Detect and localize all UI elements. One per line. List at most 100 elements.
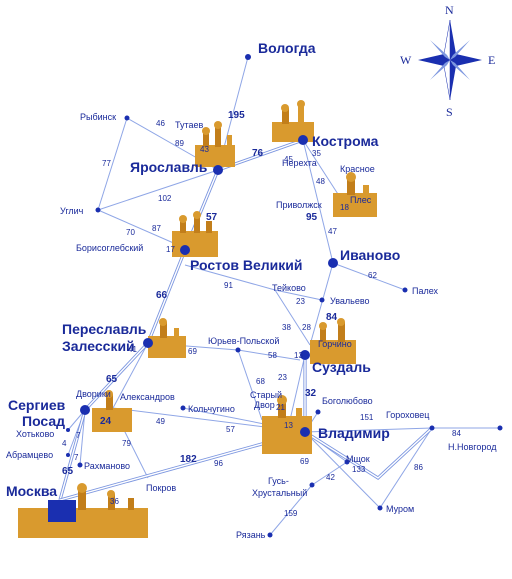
distance-label: 76 bbox=[252, 148, 264, 159]
moskva-kremlin-block bbox=[48, 500, 76, 522]
city-vladimir: Владимир bbox=[318, 425, 390, 441]
town-abramtsevo: Абрамцево bbox=[6, 450, 53, 460]
distance-label: 17 bbox=[166, 245, 175, 254]
town-teikovo: Тейково bbox=[272, 283, 306, 293]
distance-label: 69 bbox=[300, 457, 309, 466]
suzdal-church-icon bbox=[310, 318, 356, 364]
town-aleksandrov: Александров bbox=[120, 392, 175, 402]
compass-rose: N S W E bbox=[400, 3, 495, 119]
distance-label: 7 bbox=[76, 431, 81, 440]
distance-label: 46 bbox=[156, 119, 165, 128]
town-tutaev: Тутаев bbox=[175, 120, 204, 130]
distance-label: 69 bbox=[188, 347, 197, 356]
distance-label: 57 bbox=[206, 212, 218, 223]
town-ples: Плес bbox=[350, 195, 372, 205]
sergiev-church-icon bbox=[92, 390, 132, 432]
distance-label: 68 bbox=[256, 377, 265, 386]
town-murom: Муром bbox=[386, 504, 414, 514]
town-stary-dvor-line1: Старый bbox=[250, 390, 282, 400]
distance-label: 133 bbox=[352, 465, 366, 474]
pereslavl-church-icon bbox=[148, 318, 186, 358]
major-city-labels: Вологда Кострома Ярославль Ростов Велики… bbox=[6, 40, 400, 499]
distance-label: 58 bbox=[268, 351, 277, 360]
distance-label: 89 bbox=[175, 139, 184, 148]
distance-label: 4 bbox=[62, 439, 67, 448]
distance-label: 96 bbox=[214, 459, 223, 468]
town-krasnoe: Красное bbox=[340, 164, 375, 174]
compass-south-label: S bbox=[446, 105, 453, 119]
distance-label: 87 bbox=[152, 224, 161, 233]
town-gorchino: Горчино bbox=[318, 339, 352, 349]
city-suzdal: Суздаль bbox=[312, 359, 371, 375]
distance-label: 43 bbox=[200, 145, 209, 154]
distance-label: 65 bbox=[62, 466, 74, 477]
town-nerekhta: Нерехта bbox=[282, 158, 317, 168]
city-sergiev-line1: Сергиев bbox=[8, 397, 66, 413]
distance-label: 77 bbox=[102, 159, 111, 168]
city-moskva: Москва bbox=[6, 483, 57, 499]
compass-north-label: N bbox=[445, 3, 454, 17]
distance-label: 49 bbox=[156, 417, 165, 426]
distance-label: 45 bbox=[284, 155, 293, 164]
distance-label: 57 bbox=[226, 425, 235, 434]
town-dvoriki: Дворики bbox=[76, 389, 111, 399]
roads bbox=[67, 56, 500, 536]
city-ivanovo: Иваново bbox=[340, 247, 400, 263]
distance-label: 159 bbox=[284, 509, 298, 518]
city-sergiev-line2: Посад bbox=[22, 413, 65, 429]
town-gus-line2: Хрустальный bbox=[252, 488, 307, 498]
landmark-illustrations bbox=[18, 100, 377, 538]
city-yaroslavl: Ярославль bbox=[130, 159, 208, 175]
distance-label: 13 bbox=[294, 351, 303, 360]
town-pokrov: Покров bbox=[146, 483, 176, 493]
distance-label: 102 bbox=[158, 194, 172, 203]
town-gus-line1: Гусь- bbox=[268, 476, 289, 486]
distance-label: 7 bbox=[74, 453, 79, 462]
distance-label: 84 bbox=[452, 429, 461, 438]
city-kostroma: Кострома bbox=[312, 133, 379, 149]
town-stary-dvor-line2: Двор bbox=[254, 400, 275, 410]
distance-label: 91 bbox=[224, 281, 233, 290]
distance-label: 23 bbox=[296, 297, 305, 306]
distance-label: 42 bbox=[326, 473, 335, 482]
distance-label: 70 bbox=[126, 228, 135, 237]
distance-label: 21 bbox=[276, 403, 285, 412]
distance-label: 65 bbox=[106, 374, 118, 385]
city-pereslavl-line1: Переславль bbox=[62, 321, 147, 337]
town-uvalyevo: Увальево bbox=[330, 296, 370, 306]
distance-label: 38 bbox=[282, 323, 291, 332]
city-rostov: Ростов Великий bbox=[190, 257, 302, 273]
town-ryazan: Рязань bbox=[236, 530, 266, 540]
town-borisoglebsky: Борисоглебский bbox=[76, 243, 143, 253]
city-markers bbox=[66, 54, 503, 538]
distance-label: 48 bbox=[316, 177, 325, 186]
distance-label: 66 bbox=[156, 290, 168, 301]
yaroslavl-church-icon bbox=[195, 121, 235, 167]
town-yuryev: Юрьев-Польской bbox=[208, 336, 279, 346]
distance-label: 32 bbox=[305, 388, 317, 399]
town-bogolyubovo: Боголюбово bbox=[322, 396, 373, 406]
town-mstyora: Мщок bbox=[346, 454, 370, 464]
distance-label: 28 bbox=[302, 323, 311, 332]
distance-label: 36 bbox=[110, 497, 119, 506]
town-gorokhovets: Гороховец bbox=[386, 410, 429, 420]
town-n-novgorod: Н.Новгород bbox=[448, 442, 497, 452]
distance-label: 13 bbox=[284, 421, 293, 430]
distance-label: 62 bbox=[368, 271, 377, 280]
kostroma-church-icon bbox=[272, 100, 314, 142]
distance-label: 95 bbox=[306, 212, 318, 223]
compass-west-label: W bbox=[400, 53, 412, 67]
town-labels: Рыбинск Тутаев Углич Борисоглебский Нере… bbox=[6, 112, 497, 540]
ples-church-icon bbox=[333, 172, 377, 217]
town-privolzhsk: Приволжск bbox=[276, 200, 322, 210]
distance-label: 84 bbox=[326, 312, 338, 323]
city-pereslavl-line2: Залесский bbox=[62, 338, 135, 354]
distance-label: 47 bbox=[328, 227, 337, 236]
town-rybinsk: Рыбинск bbox=[80, 112, 116, 122]
distance-label: 79 bbox=[122, 439, 131, 448]
distance-label: 35 bbox=[312, 149, 321, 158]
distance-label: 23 bbox=[278, 373, 287, 382]
moskva-church-icon bbox=[18, 483, 148, 538]
city-vologda: Вологда bbox=[258, 40, 316, 56]
